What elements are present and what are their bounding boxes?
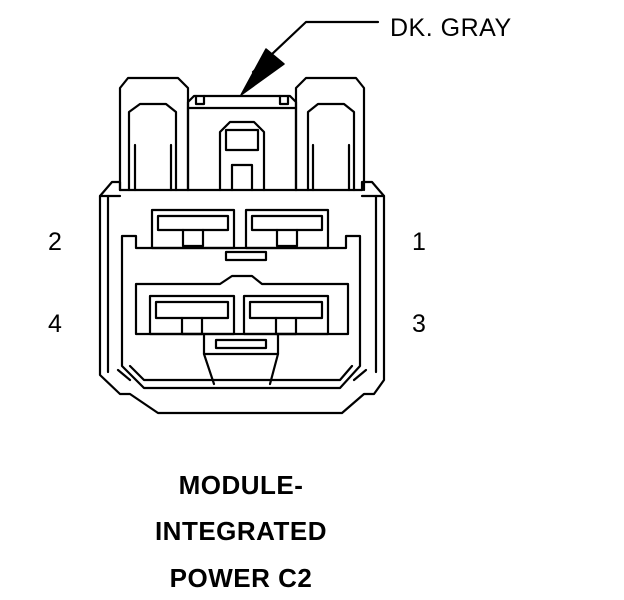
lower-key-slot xyxy=(202,332,280,386)
lower-terminal-block xyxy=(134,274,350,336)
terminal-pin-2 xyxy=(150,208,236,250)
connector-housing xyxy=(98,76,386,415)
upper-key-slot xyxy=(224,250,268,262)
pin-number-4: 4 xyxy=(48,310,62,338)
connector-title-line-3: POWER C2 xyxy=(169,563,313,593)
wire-color-label: DK. GRAY xyxy=(390,14,512,42)
connector-title-line-1: MODULE- xyxy=(178,470,304,500)
terminal-pin-3 xyxy=(242,294,330,336)
terminal-pin-4 xyxy=(148,294,236,336)
center-latch xyxy=(186,94,298,192)
pin-number-3: 3 xyxy=(412,310,426,338)
connector-title-line-2: INTEGRATED xyxy=(154,516,328,546)
terminal-pin-1 xyxy=(244,208,330,250)
pin-number-1: 1 xyxy=(412,228,426,256)
pin-number-2: 2 xyxy=(48,228,62,256)
wire-color-leader xyxy=(240,20,380,96)
terminal-cavity-frame xyxy=(116,234,368,390)
